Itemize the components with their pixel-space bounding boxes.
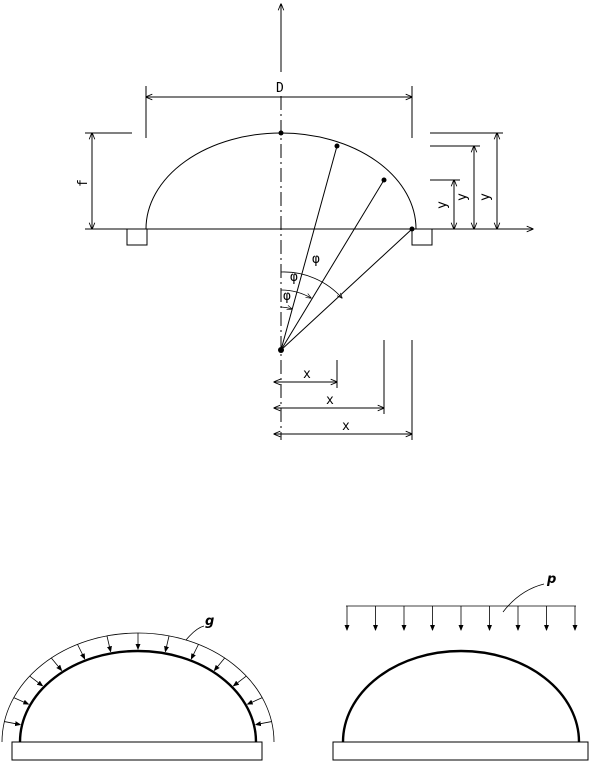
g-label: g: [205, 614, 214, 629]
self-weight-arrows: [4, 633, 272, 725]
g-leader: [185, 625, 205, 641]
angle-arc-mid: [280, 289, 311, 298]
crown-point: [278, 130, 284, 136]
x-label-1: x: [303, 367, 311, 382]
x-label-3: x: [342, 419, 350, 434]
left-support: [126, 228, 148, 246]
radius-1: [280, 145, 338, 351]
angle-label-3: φ: [283, 289, 291, 304]
self-weight-arrow: [234, 675, 247, 686]
self-weight-arrow: [13, 697, 29, 705]
self-weight-arrow: [165, 635, 170, 652]
bottom-right-figure: p: [332, 572, 589, 761]
self-weight-arrow: [256, 722, 272, 725]
right-dome: [341, 649, 581, 743]
angle-arc-small: [280, 307, 292, 309]
x-label-2: x: [326, 393, 334, 408]
left-dome: [18, 649, 258, 743]
self-weight-arrow: [191, 644, 199, 658]
self-weight-arrow: [4, 722, 20, 725]
self-weight-arrow: [106, 635, 111, 652]
live-load-arrows: [347, 606, 575, 630]
radius-3: [280, 228, 413, 351]
angle-arc-large: [280, 271, 342, 298]
p-label: p: [546, 572, 556, 587]
bottom-left-figure: g: [1, 614, 275, 761]
y-label-3: y: [478, 193, 493, 201]
self-weight-arrow: [248, 697, 263, 705]
right-foundation: [332, 741, 589, 761]
d-label: D: [276, 81, 284, 96]
p-leader: [502, 583, 545, 613]
f-label: f: [76, 179, 91, 187]
right-support: [411, 228, 433, 246]
left-foundation: [11, 741, 263, 761]
radius-2: [280, 179, 385, 351]
y-label-1: y: [435, 201, 450, 209]
self-weight-arrow: [29, 675, 43, 686]
self-weight-arrow: [77, 644, 85, 658]
self-weight-arrow: [214, 657, 225, 670]
self-weight-arrow: [51, 657, 61, 670]
angle-label-2: φ: [290, 270, 298, 285]
top-figure: φ φ φ D f y y y x x x: [76, 4, 533, 440]
angle-label-1: φ: [312, 252, 320, 267]
y-label-2: y: [455, 193, 470, 201]
